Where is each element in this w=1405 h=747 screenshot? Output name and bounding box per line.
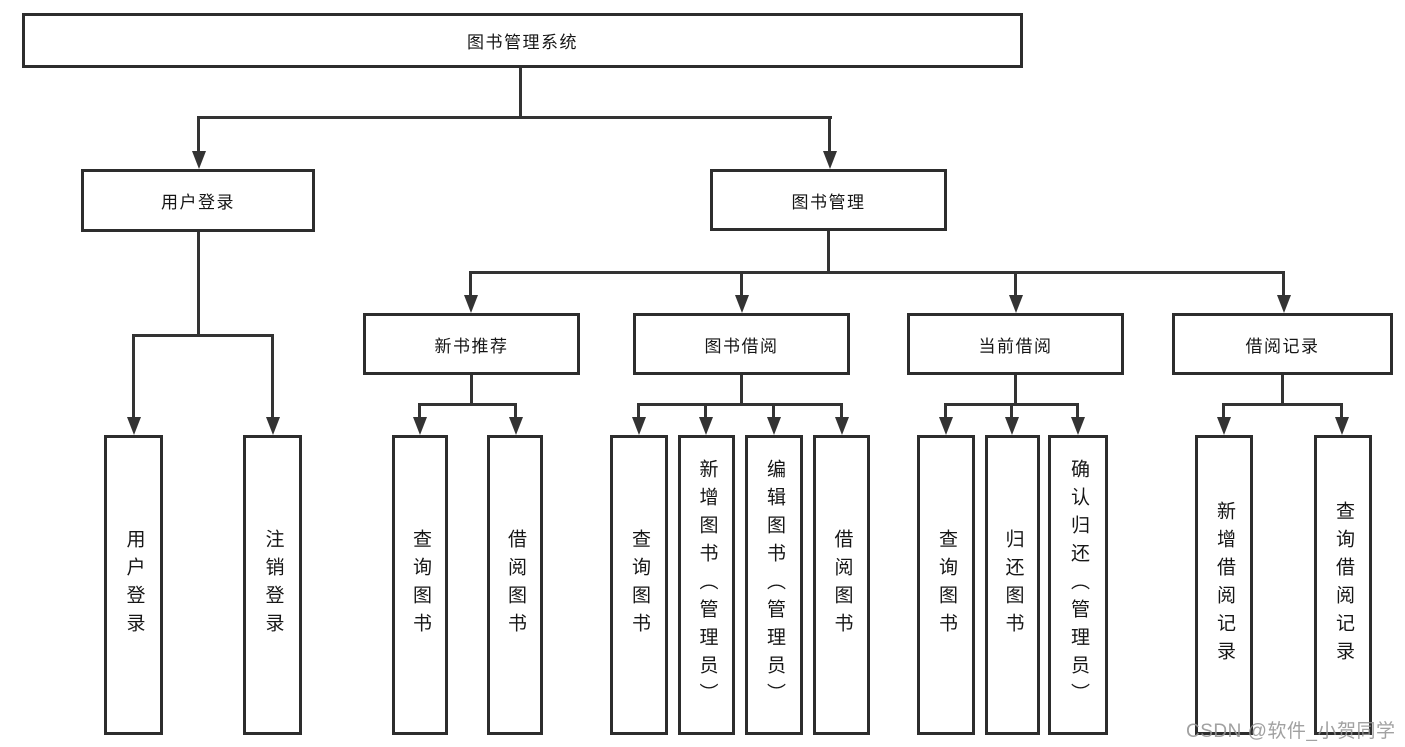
arrowhead-icon [1009, 295, 1023, 313]
node-user-login-label: 用户登录 [161, 193, 235, 212]
leaf-query-books-3: 查询图书 [917, 435, 975, 735]
connector-drop [740, 271, 743, 299]
connector-book-management-stem [827, 231, 830, 274]
connector-user-login-stem [197, 232, 200, 337]
leaf-confirm-return-admin: 确认归还（管理员） [1048, 435, 1108, 735]
arrowhead-icon [632, 417, 646, 435]
node-user-login: 用户登录 [81, 169, 315, 232]
arrowhead-icon [127, 417, 141, 435]
connector-drop [840, 403, 843, 419]
connector-root-stem [519, 68, 522, 119]
connector-drop-user-login [197, 116, 200, 154]
leaf-borrow-books-2-label: 借阅图书 [831, 529, 853, 641]
arrowhead-icon [413, 417, 427, 435]
connector-stem [1014, 375, 1017, 406]
connector-stem [740, 375, 743, 406]
leaf-edit-book-admin: 编辑图书（管理员） [745, 435, 803, 735]
connector-drop [1282, 271, 1285, 299]
arrowhead-icon [735, 295, 749, 313]
leaf-user-login: 用户登录 [104, 435, 163, 735]
leaf-query-borrow-record: 查询借阅记录 [1314, 435, 1372, 735]
leaf-query-borrow-record-label: 查询借阅记录 [1332, 501, 1354, 669]
leaf-user-login-label: 用户登录 [123, 529, 145, 641]
arrowhead-icon [1005, 417, 1019, 435]
node-root-label: 图书管理系统 [467, 33, 578, 52]
connector-drop [944, 403, 947, 419]
connector-drop [418, 403, 421, 419]
csdn-watermark: CSDN @软件_小贺同学 [1186, 721, 1396, 742]
connector-drop [1014, 271, 1017, 299]
leaf-query-books-1: 查询图书 [392, 435, 448, 735]
connector-drop [637, 403, 640, 419]
leaf-confirm-return-admin-label: 确认归还（管理员） [1067, 459, 1089, 711]
arrowhead-icon [1217, 417, 1231, 435]
arrowhead-icon [835, 417, 849, 435]
node-new-book-recommend-label: 新书推荐 [434, 336, 509, 356]
leaf-query-books-3-label: 查询图书 [935, 529, 957, 641]
node-borrow-records-label: 借阅记录 [1245, 336, 1320, 356]
arrowhead-icon [1071, 417, 1085, 435]
connector-stem [1281, 375, 1284, 406]
leaf-query-books-2-label: 查询图书 [628, 529, 650, 641]
node-book-management-label: 图书管理 [791, 192, 866, 212]
arrowhead-icon [266, 417, 280, 435]
connector-drop [132, 334, 135, 419]
arrowhead-icon [509, 417, 523, 435]
leaf-add-book-admin-label: 新增图书（管理员） [696, 459, 718, 711]
connector-user-login-branch [132, 334, 274, 337]
leaf-edit-book-admin-label: 编辑图书（管理员） [763, 459, 785, 711]
connector-level3-branch [469, 271, 1285, 274]
arrowhead-icon [939, 417, 953, 435]
leaf-logout: 注销登录 [243, 435, 302, 735]
leaf-return-book: 归还图书 [985, 435, 1040, 735]
connector-branch [1222, 403, 1343, 406]
node-root: 图书管理系统 [22, 13, 1023, 68]
leaf-add-borrow-record: 新增借阅记录 [1195, 435, 1253, 735]
leaf-borrow-books-1-label: 借阅图书 [504, 529, 526, 641]
connector-drop-book-management [828, 116, 831, 154]
leaf-query-books-2: 查询图书 [610, 435, 668, 735]
leaf-borrow-books-1: 借阅图书 [487, 435, 543, 735]
arrowhead-icon [1277, 295, 1291, 313]
arrowhead-icon [823, 151, 837, 169]
node-new-book-recommend: 新书推荐 [363, 313, 580, 375]
connector-stem [470, 375, 473, 406]
node-current-borrow-label: 当前借阅 [978, 336, 1053, 356]
connector-branch [637, 403, 843, 406]
leaf-borrow-books-2: 借阅图书 [813, 435, 870, 735]
arrowhead-icon [699, 417, 713, 435]
connector-drop [1076, 403, 1079, 419]
node-current-borrow: 当前借阅 [907, 313, 1124, 375]
leaf-return-book-label: 归还图书 [1002, 529, 1024, 641]
connector-drop [1340, 403, 1343, 419]
leaf-query-books-1-label: 查询图书 [409, 529, 431, 641]
arrowhead-icon [192, 151, 206, 169]
connector-drop [772, 403, 775, 419]
connector-branch [418, 403, 517, 406]
arrowhead-icon [767, 417, 781, 435]
node-book-management: 图书管理 [710, 169, 947, 231]
leaf-add-book-admin: 新增图书（管理员） [678, 435, 735, 735]
node-book-borrow: 图书借阅 [633, 313, 850, 375]
node-book-borrow-label: 图书借阅 [704, 336, 779, 356]
connector-level1-branch [197, 116, 832, 119]
leaf-add-borrow-record-label: 新增借阅记录 [1213, 501, 1235, 669]
connector-drop [1010, 403, 1013, 419]
connector-drop [514, 403, 517, 419]
connector-drop [704, 403, 707, 419]
node-borrow-records: 借阅记录 [1172, 313, 1393, 375]
connector-drop [1222, 403, 1225, 419]
leaf-logout-label: 注销登录 [262, 529, 284, 641]
connector-drop [469, 271, 472, 299]
arrowhead-icon [1335, 417, 1349, 435]
arrowhead-icon [464, 295, 478, 313]
connector-drop [271, 334, 274, 419]
